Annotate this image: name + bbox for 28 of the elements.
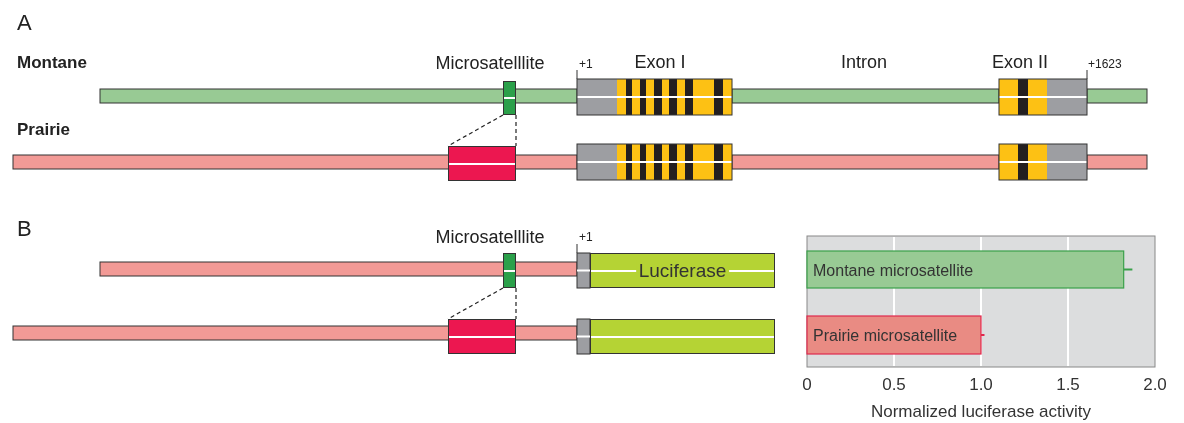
luciferase-box xyxy=(590,319,775,354)
luciferase-box xyxy=(590,253,775,288)
tick-label: 0 xyxy=(802,375,812,394)
microsatellite-box xyxy=(448,319,516,354)
axis-title: Normalized luciferase activity xyxy=(870,402,1092,421)
panel-letter: A xyxy=(17,12,32,34)
dashed-line xyxy=(515,114,517,147)
microsatellite-box xyxy=(503,81,516,115)
microsatellite-box xyxy=(448,146,516,181)
row-label: Montane xyxy=(17,54,87,71)
tick-label: 0.5 xyxy=(882,375,906,394)
dashed-line xyxy=(515,287,517,320)
category-label: Montane microsatellite xyxy=(813,261,974,279)
tick-label: 1.0 xyxy=(969,375,993,394)
category-label: Prairie microsatellite xyxy=(813,327,958,344)
tick-label: 2.0 xyxy=(1143,375,1167,394)
feature-label: Microsatelllite xyxy=(435,54,545,72)
position-label: +1 xyxy=(579,58,593,70)
tick-label: 1.5 xyxy=(1056,375,1080,394)
feature-label: Exon II xyxy=(992,53,1048,71)
microsatellite-box xyxy=(503,253,516,288)
position-label: +1 xyxy=(579,231,593,243)
row-label: Prairie xyxy=(17,121,70,138)
panel-letter: B xyxy=(17,218,32,240)
feature-label: Intron xyxy=(841,53,887,71)
feature-label: Exon I xyxy=(634,53,686,71)
feature-label: Microsatelllite xyxy=(435,228,545,246)
position-label: +1623 xyxy=(1088,58,1122,70)
